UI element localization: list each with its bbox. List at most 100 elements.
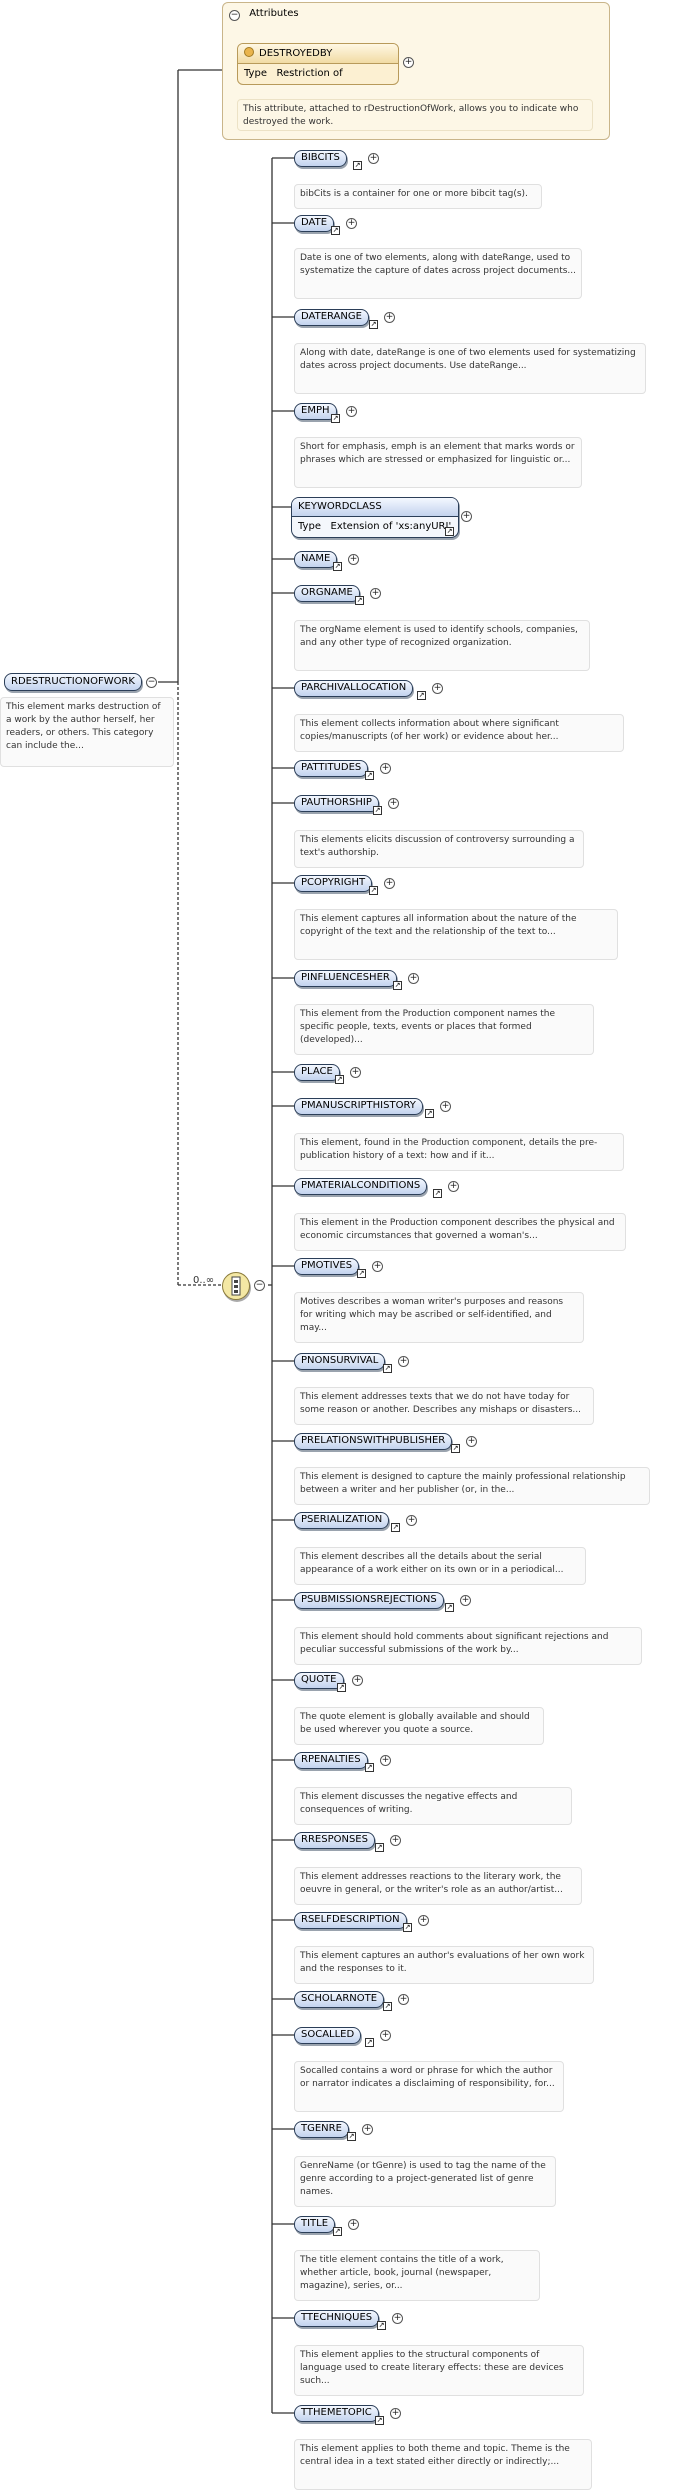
element-socalled[interactable]: SOCALLED	[294, 2027, 362, 2044]
element-rpenalties[interactable]: RPENALTIES	[294, 1752, 368, 1769]
reference-icon: ↗	[393, 981, 402, 990]
reference-icon: ↗	[445, 527, 454, 536]
element-title[interactable]: TITLE	[294, 2216, 336, 2233]
element-description: Short for emphasis, emph is an element t…	[294, 437, 582, 488]
expand-icon[interactable]: +	[380, 763, 391, 774]
sequence-collapse-icon[interactable]: −	[254, 1280, 265, 1291]
expand-icon[interactable]: +	[418, 1915, 429, 1926]
expand-icon[interactable]: +	[460, 1595, 471, 1606]
element-name: TTHEMETOPIC	[301, 2407, 372, 2418]
element-pattitudes[interactable]: PATTITUDES	[294, 760, 369, 777]
element-pnonsurvival[interactable]: PNONSURVIVAL	[294, 1353, 386, 1370]
expand-icon[interactable]: +	[352, 1675, 363, 1686]
attributes-panel: − Attributes DESTROYEDBY Type Restrictio…	[222, 2, 610, 140]
element-parchivallocation[interactable]: PARCHIVALLOCATION	[294, 680, 414, 697]
expand-icon[interactable]: +	[408, 973, 419, 984]
expand-icon[interactable]: +	[380, 1755, 391, 1766]
reference-icon: ↗	[373, 806, 382, 815]
element-description: This element should hold comments about …	[294, 1627, 642, 1665]
element-description: This element from the Production compone…	[294, 1004, 594, 1055]
expand-icon[interactable]: +	[372, 1261, 383, 1272]
attributes-header: − Attributes	[229, 8, 299, 21]
expand-icon[interactable]: +	[384, 878, 395, 889]
expand-icon[interactable]: +	[406, 1515, 417, 1526]
collapse-icon[interactable]: −	[229, 10, 240, 21]
element-emph[interactable]: EMPH	[294, 403, 337, 420]
element-bibcits[interactable]: BIBCITS	[294, 150, 347, 167]
expand-icon[interactable]: +	[384, 312, 395, 323]
element-pcopyright[interactable]: PCOPYRIGHT	[294, 875, 373, 892]
element-rresponses[interactable]: RRESPONSES	[294, 1832, 375, 1849]
expand-icon[interactable]: +	[432, 683, 443, 694]
expand-icon[interactable]: +	[398, 1356, 409, 1367]
expand-icon[interactable]: +	[346, 218, 357, 229]
expand-icon[interactable]: +	[448, 1181, 459, 1192]
element-pmanuscripthistory[interactable]: PMANUSCRIPTHISTORY	[294, 1098, 423, 1115]
attributes-label: Attributes	[249, 8, 299, 19]
element-rselfdescription[interactable]: RSELFDESCRIPTION	[294, 1912, 407, 1929]
expand-icon[interactable]: +	[388, 798, 399, 809]
expand-icon[interactable]: +	[348, 2219, 359, 2230]
expand-icon[interactable]: +	[348, 554, 359, 565]
attribute-destroyedby[interactable]: DESTROYEDBY Type Restriction of 'xs:toke…	[237, 43, 399, 85]
expand-icon[interactable]: +	[370, 588, 381, 599]
element-pserialization[interactable]: PSERIALIZATION	[294, 1512, 390, 1529]
expand-icon[interactable]: +	[392, 2313, 403, 2324]
element-daterange[interactable]: DATERANGE	[294, 309, 369, 326]
element-pauthorship[interactable]: PAUTHORSHIP	[294, 795, 379, 812]
element-tgenre[interactable]: TGENRE	[294, 2121, 349, 2138]
reference-icon: ↗	[369, 886, 378, 895]
expand-icon[interactable]: +	[346, 406, 357, 417]
element-description: This element, found in the Production co…	[294, 1133, 624, 1171]
reference-icon: ↗	[357, 1269, 366, 1278]
element-name: NAME	[301, 553, 331, 564]
element-orgname[interactable]: ORGNAME	[294, 585, 360, 602]
sequence-compositor[interactable]	[222, 1272, 250, 1300]
expand-icon[interactable]: +	[466, 1436, 477, 1447]
element-scholarnote[interactable]: SCHOLARNOTE	[294, 1991, 385, 2008]
element-psubmissionsrejections[interactable]: PSUBMISSIONSREJECTIONS	[294, 1592, 444, 1609]
element-pmaterialconditions[interactable]: PMATERIALCONDITIONS	[294, 1178, 428, 1195]
expand-icon[interactable]: +	[390, 2408, 401, 2419]
attribute-icon	[244, 47, 254, 57]
root-collapse-icon[interactable]: −	[146, 677, 157, 688]
root-element[interactable]: RDESTRUCTIONOFWORK	[4, 673, 142, 691]
expand-icon[interactable]: +	[461, 511, 472, 522]
element-name: PNONSURVIVAL	[301, 1355, 379, 1366]
reference-icon: ↗	[403, 1923, 412, 1932]
attribute-type-value: Restriction of 'xs:token'	[276, 68, 343, 79]
element-tthemetopic[interactable]: TTHEMETOPIC	[294, 2405, 379, 2422]
reference-icon: ↗	[365, 2038, 374, 2047]
attribute-expand-icon[interactable]: +	[403, 57, 414, 68]
expand-icon[interactable]: +	[440, 1101, 451, 1112]
element-name: PLACE	[301, 1066, 333, 1077]
expand-icon[interactable]: +	[362, 2124, 373, 2135]
element-type-value: Extension of 'xs:anyURI'	[330, 521, 452, 532]
expand-icon[interactable]: +	[368, 153, 379, 164]
reference-icon: ↗	[335, 1075, 344, 1084]
element-pmotives[interactable]: PMOTIVES	[294, 1258, 360, 1275]
element-description: Motives describes a woman writer's purpo…	[294, 1292, 584, 1343]
attribute-name: DESTROYEDBY	[259, 48, 333, 59]
element-place[interactable]: PLACE	[294, 1064, 340, 1081]
element-name: TTECHNIQUES	[301, 2312, 373, 2323]
element-pinfluencesher[interactable]: PINFLUENCESHER	[294, 970, 397, 987]
expand-icon[interactable]: +	[390, 1835, 401, 1846]
expand-icon[interactable]: +	[350, 1067, 361, 1078]
element-description: The title element contains the title of …	[294, 2250, 540, 2301]
element-description: This element in the Production component…	[294, 1213, 626, 1251]
expand-icon[interactable]: +	[380, 2030, 391, 2041]
element-name[interactable]: NAME	[294, 551, 338, 568]
expand-icon[interactable]: +	[398, 1994, 409, 2005]
element-prelationswithpublisher[interactable]: PRELATIONSWITHPUBLISHER	[294, 1433, 453, 1450]
reference-icon: ↗	[333, 2227, 342, 2236]
reference-icon: ↗	[331, 226, 340, 235]
element-date[interactable]: DATE	[294, 215, 335, 232]
element-name: EMPH	[301, 405, 330, 416]
element-name: RPENALTIES	[301, 1754, 361, 1765]
reference-icon: ↗	[377, 2321, 386, 2330]
element-quote[interactable]: QUOTE	[294, 1672, 344, 1689]
element-ttechniques[interactable]: TTECHNIQUES	[294, 2310, 380, 2327]
